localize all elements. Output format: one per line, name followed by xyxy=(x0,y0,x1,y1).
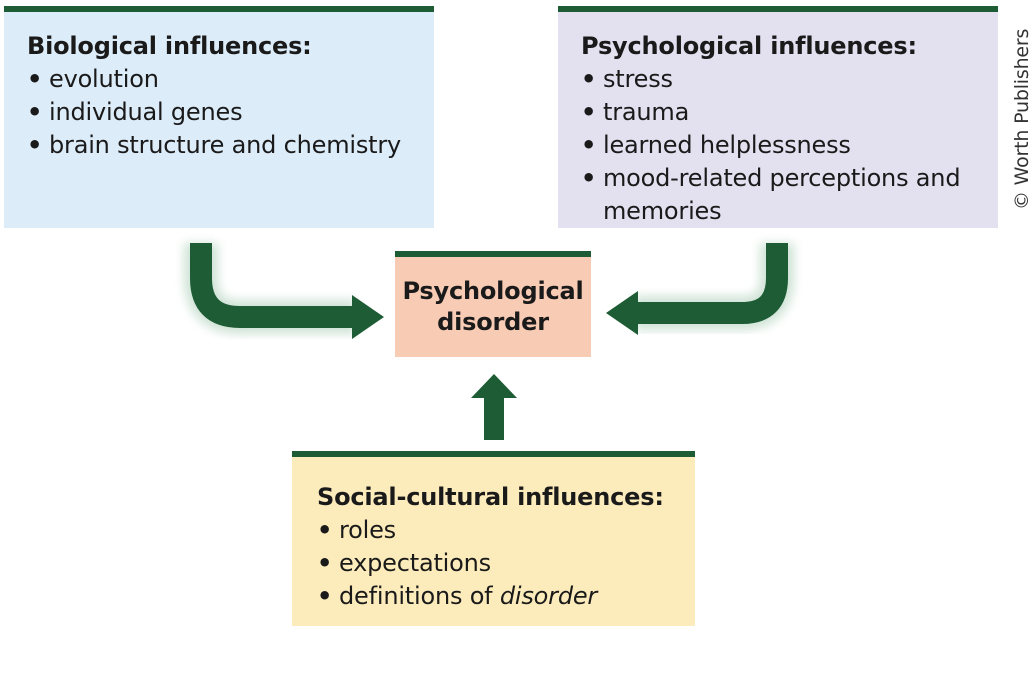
social-cultural-list: roles expectations definitions of disord… xyxy=(317,514,695,613)
social-cultural-influences-box: Social-cultural influences: roles expect… xyxy=(292,451,695,626)
list-item: individual genes xyxy=(27,96,434,129)
list-item: trauma xyxy=(581,96,998,129)
biological-heading: Biological influences: xyxy=(27,32,312,60)
psychological-disorder-box: Psychological disorder xyxy=(395,251,591,357)
list-item: brain structure and chemistry xyxy=(27,129,434,162)
psychological-list: stress trauma learned helplessness mood-… xyxy=(581,63,998,228)
psychological-influences-box: Psychological influences: stress trauma … xyxy=(558,6,998,228)
copyright-notice: © Worth Publishers xyxy=(1011,28,1033,210)
list-item: expectations xyxy=(317,547,695,580)
list-item: stress xyxy=(581,63,998,96)
arrow-psychological-to-disorder xyxy=(606,243,794,335)
biological-influences-box: Biological influences: evolution individ… xyxy=(4,6,434,228)
social-cultural-heading: Social-cultural influences: xyxy=(317,483,664,511)
list-item: learned helplessness xyxy=(581,129,998,162)
center-label: Psychological disorder xyxy=(402,277,584,336)
arrow-biological-to-disorder xyxy=(184,243,384,339)
list-item: roles xyxy=(317,514,695,547)
arrow-social-to-disorder xyxy=(471,374,517,440)
list-item: evolution xyxy=(27,63,434,96)
biological-list: evolution individual genes brain structu… xyxy=(27,63,434,162)
list-item-emphasis: disorder xyxy=(499,582,598,610)
list-item-text: definitions of xyxy=(339,582,500,610)
list-item: definitions of disorder xyxy=(317,580,695,613)
psychological-heading: Psychological influences: xyxy=(581,32,917,60)
list-item: mood-related perceptions and memories xyxy=(581,162,983,228)
